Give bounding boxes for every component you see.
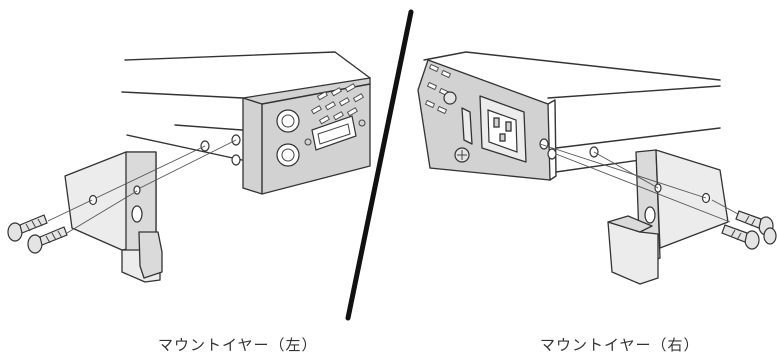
screws-left <box>7 214 68 254</box>
screw-icon <box>721 224 777 250</box>
screw-icon <box>27 226 68 254</box>
screw-icon <box>7 214 48 242</box>
alignment-lines-left <box>47 139 237 234</box>
server-left-side <box>121 51 371 195</box>
mount-ear-right <box>607 149 729 285</box>
caption-mount-ear-left: マウントイヤー（左） <box>158 336 318 354</box>
vent-slots-right <box>424 63 452 115</box>
dsub-port-icon <box>304 115 366 151</box>
screws-right <box>721 210 777 250</box>
vent-slots-left <box>310 83 364 125</box>
round-port-icon <box>276 109 300 167</box>
caption-mount-ear-right: マウントイヤー（右） <box>540 336 700 354</box>
server-right-side <box>417 51 721 181</box>
divider-line <box>345 9 414 321</box>
alignment-lines-right <box>539 143 739 223</box>
ground-screw-icon <box>443 91 473 163</box>
mount-ear-left <box>64 151 163 283</box>
power-inlet-icon <box>479 95 527 163</box>
